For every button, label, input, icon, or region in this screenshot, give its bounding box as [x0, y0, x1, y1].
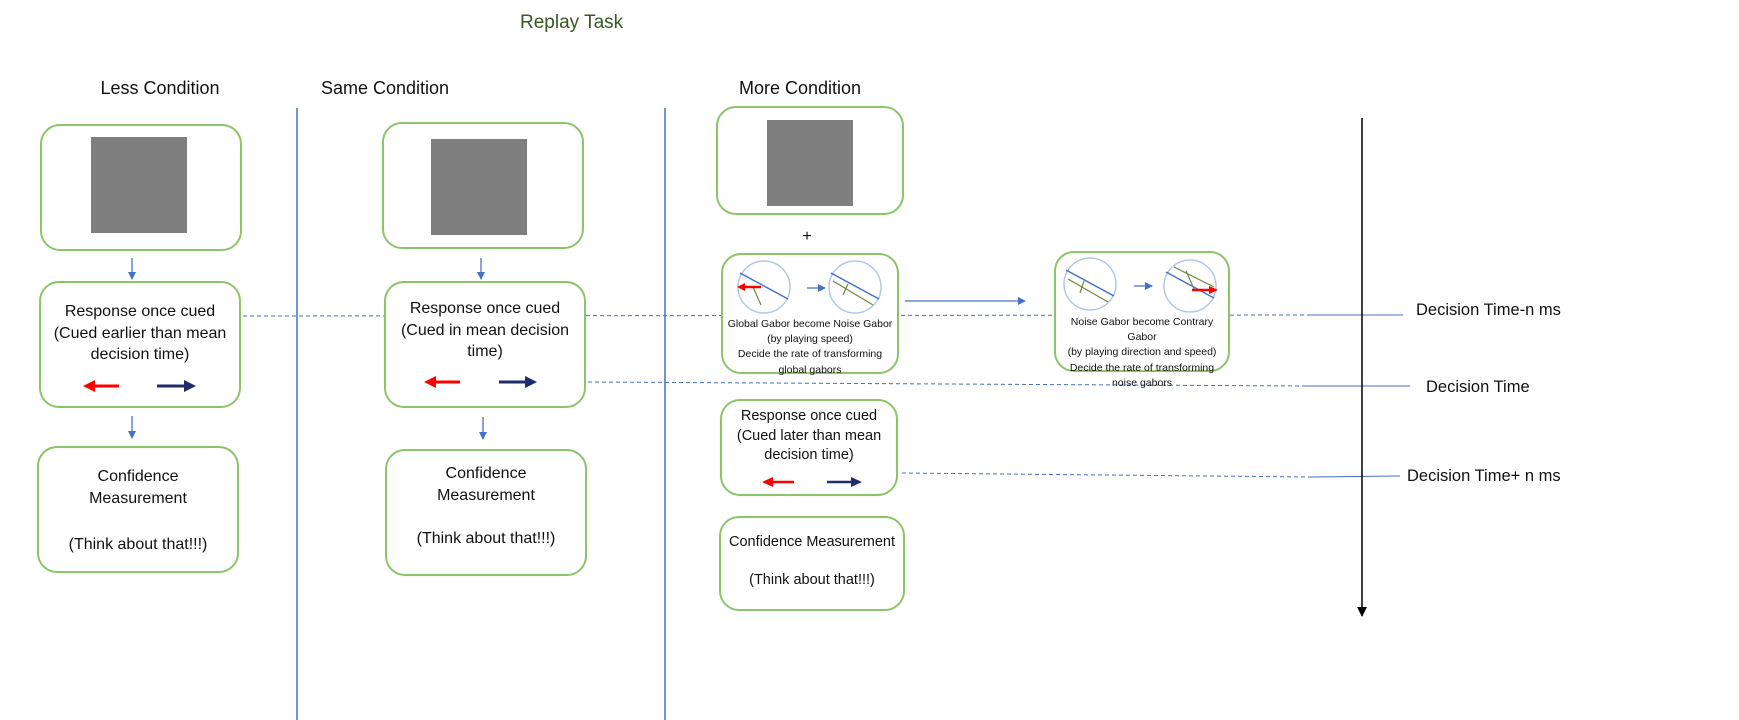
same-direction-arrows [424, 376, 537, 388]
same-response-text: Response once cued (Cued in mean decisio… [400, 300, 570, 361]
global-gabor-box: Global Gabor become Noise Gabor (by play… [721, 253, 899, 376]
more-response-box: Response once cued (Cued later than mean… [720, 399, 898, 496]
stimulus-patch [431, 139, 527, 235]
global-gabor-text: Global Gabor become Noise Gabor (by play… [727, 318, 893, 376]
same-confidence-box: Confidence Measurement (Think about that… [385, 449, 587, 576]
more-confidence-text: Confidence Measurement [728, 534, 896, 550]
label-decision-time-minus: Decision Time-n ms [1416, 301, 1561, 319]
noise-gabor-text: Noise Gabor become Contrary Gabor (by pl… [1067, 316, 1217, 389]
left-arrow-icon [83, 380, 119, 392]
diagram-title: Replay Task [520, 12, 624, 33]
more-direction-arrows [762, 477, 862, 487]
solid-line-decision-plus [1309, 475, 1401, 478]
less-response-box: Response once cued (Cued earlier than me… [39, 281, 241, 408]
same-response-box: Response once cued (Cued in mean decisio… [384, 281, 586, 408]
label-decision-time: Decision Time [1426, 378, 1530, 396]
header-same-condition: Same Condition [320, 78, 450, 98]
gabor-circle-icon [737, 260, 791, 314]
gabor-circle-icon [828, 260, 882, 314]
label-decision-time-plus: Decision Time+ n ms [1407, 467, 1561, 485]
left-arrow-icon [424, 376, 460, 388]
less-confidence-box: Confidence Measurement (Think about that… [37, 446, 239, 573]
dashed-line-decision-plus [901, 472, 1311, 478]
stimulus-patch [91, 137, 187, 233]
less-response-text: Response once cued (Cued earlier than me… [53, 303, 227, 364]
global-gabor-graphic [737, 260, 882, 314]
same-stimulus-box [382, 122, 584, 249]
left-arrow-icon [762, 477, 794, 487]
right-arrow-icon [827, 477, 862, 487]
same-confidence-text: Confidence Measurement [437, 465, 535, 504]
header-less-condition: Less Condition [100, 78, 220, 98]
less-think-text: (Think about that!!!) [68, 536, 208, 553]
right-arrow-icon [499, 376, 537, 388]
less-confidence-text: Confidence Measurement [89, 468, 187, 507]
noise-gabor-box: Noise Gabor become Contrary Gabor (by pl… [1054, 251, 1230, 389]
more-stimulus-box [716, 106, 904, 215]
gabor-circle-icon [1063, 257, 1117, 311]
plus-sign: + [802, 228, 812, 245]
noise-gabor-graphic [1063, 257, 1218, 313]
less-direction-arrows [83, 380, 196, 392]
more-response-text: Response once cued (Cued later than mean… [736, 408, 882, 464]
right-arrow-icon [157, 380, 196, 392]
header-more-condition: More Condition [738, 78, 862, 98]
gabor-circle-icon [1163, 259, 1218, 313]
more-think-text: (Think about that!!!) [749, 572, 875, 588]
dashed-line-decision-mean [587, 381, 1306, 387]
stimulus-patch [767, 120, 853, 206]
more-confidence-box: Confidence Measurement (Think about that… [719, 516, 905, 611]
same-think-text: (Think about that!!!) [416, 530, 556, 547]
less-stimulus-box [40, 124, 242, 251]
